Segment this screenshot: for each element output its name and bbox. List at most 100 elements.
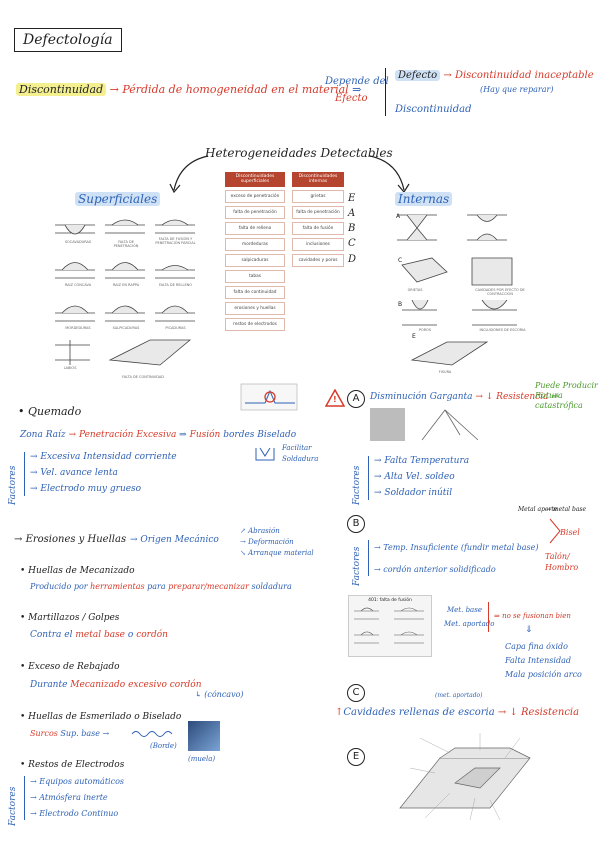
martillazos-title: • Martillazos / Golpes — [20, 613, 120, 623]
sup-item-2: falta de penetración — [225, 205, 285, 219]
svg-text:A: A — [396, 213, 401, 220]
A-factor-3: → Soldador inútil — [374, 488, 453, 498]
perdida-text: Pérdida de homogeneidad en el material — [122, 83, 349, 96]
B-metal-aporte: Metal aporte — [518, 506, 558, 513]
warning-mark: ! — [333, 395, 337, 404]
esmerilado-wave — [131, 731, 173, 737]
sup-item-6: tabas — [225, 269, 285, 283]
A-photo — [370, 408, 405, 441]
internal-sketches: A C B E — [396, 213, 517, 366]
restos-bracket — [24, 776, 25, 820]
sup-item-8: erosiones y huellas — [225, 301, 285, 315]
term-defecto: Defecto — [395, 70, 441, 81]
restos-title: • Restos de Electrodos — [20, 760, 125, 770]
quemado-title: • Quemado — [18, 405, 82, 418]
circle-E: E — [347, 748, 365, 766]
int-item-5: cavidades y poros — [292, 253, 344, 267]
superficial-header: Discontinuidades superficiales — [225, 172, 285, 187]
sup-item-1: exceso de penetración — [225, 189, 285, 203]
B-bisel: Bisel — [560, 528, 580, 537]
int-item-4: inclusiones — [292, 237, 344, 251]
sup-item-5: salpicaduras — [225, 253, 285, 267]
quemado-factores-label: Factores — [8, 465, 18, 505]
cap-falta-fusion: FALTA DE FUSIÓN Y PENETRACIÓN PARCIAL — [155, 237, 196, 245]
superficiales-title: Superficiales — [75, 192, 161, 206]
C-line: ↑Cavidades rellenas de escoria → ↓ Resis… — [335, 707, 580, 718]
int-item-3: falta de fusión — [292, 221, 344, 235]
cap-fisura: FISURA — [438, 370, 452, 374]
quemado-bracket — [24, 452, 25, 496]
B-arrows — [549, 518, 561, 544]
facilitar-text: Facilitar — [282, 444, 312, 452]
cap-cavidades: CAVIDADES POR EFECTO DE CONTRACCIÓN — [475, 288, 525, 296]
esmerilado-title: • Huellas de Esmerilado o Biselado — [20, 712, 182, 722]
term-discontinuidad: Discontinuidad — [16, 83, 107, 96]
svg-text:C: C — [398, 257, 402, 264]
superficial-table: Discontinuidades superficiales exceso de… — [225, 172, 285, 334]
cap-poros: POROS — [418, 328, 432, 332]
warning-icon — [325, 389, 345, 407]
defecto-line: Defecto → Discontinuidad inaceptable — [395, 70, 594, 81]
cap-socavaduras: SOCAVADURAS — [64, 240, 92, 244]
bevel-icon — [255, 447, 275, 461]
quemado-factor-1: → Excesiva Intensidad corriente — [30, 452, 177, 462]
branch-arranque: ↘ Arranque material — [240, 549, 314, 557]
B-mala-pos: Mala posición arco — [505, 670, 582, 679]
cap-salpicaduras: SALPICADURAS — [112, 326, 140, 330]
restos-factor-1: → Equipos automáticos — [30, 777, 124, 786]
cap-falta-relleno: FALTA DE RELLENO — [158, 283, 193, 287]
A-title-line: Disminución Garganta → ↓ Resistencia ⇒ — [370, 392, 559, 402]
letter-B-label: B — [348, 223, 356, 234]
discontinuidad-2: Discontinuidad — [395, 104, 472, 115]
soldadura-text: Soldadura — [282, 455, 319, 463]
svg-text:E: E — [412, 333, 416, 340]
sup-item-7: falta de continuidad — [225, 285, 285, 299]
rebajado-desc: Durante Mecanizado excesivo cordón — [30, 680, 202, 690]
fusion-figure: 401: falta de fusión — [348, 595, 432, 657]
restos-factor-2: → Atmósfera inerte — [30, 793, 108, 802]
A-factores-label: Factores — [352, 465, 362, 505]
B-falta-int: Falta Intensidad — [505, 656, 571, 665]
letter-D-label: D — [348, 254, 357, 265]
A-catastrofica: catastrófica — [535, 401, 583, 410]
esmerilado-borde: (Borde) — [150, 742, 177, 750]
quemado-line: Zona Raíz → Penetración Excesiva ⇒ Fusió… — [20, 430, 297, 440]
rebajado-concavo: ↳ (cóncavo) — [195, 690, 244, 699]
martillazos-desc: Contra el metal base o cordón — [30, 630, 168, 640]
cap-falta-continuidad: FALTA DE CONTINUIDAD — [122, 375, 164, 379]
branch-arrows — [169, 155, 410, 194]
cap-inclusiones: INCLUSIONES DE ESCORIA — [479, 328, 526, 332]
fusion-sketch — [354, 607, 424, 644]
A-factor-1: → Falta Temperatura — [374, 456, 470, 466]
superficial-sketches — [55, 219, 195, 366]
letter-E-label: E — [348, 193, 356, 204]
branch-abrasion: ↗ Abrasión — [240, 527, 280, 535]
quemado-sketch — [240, 383, 298, 411]
efecto-text: Efecto — [335, 93, 368, 104]
int-item-1: grietas — [292, 189, 344, 203]
cap-picaduras: PICADURAS — [165, 326, 186, 330]
int-item-2: falta de penetración — [292, 205, 344, 219]
internas-title: Internas — [395, 192, 453, 206]
letter-C-label: C — [348, 238, 356, 249]
B-hombro: Hombro — [545, 563, 579, 572]
A-puede: Puede Producir — [535, 381, 598, 390]
cap-falta-penetracion: FALTA DE PENETRACIÓN — [113, 240, 139, 248]
quemado-factor-2: → Vel. avance lenta — [30, 468, 118, 478]
B-factores-label: Factores — [352, 546, 362, 586]
rebajado-title: • Exceso de Rebajado — [20, 662, 120, 672]
cap-raiz-concava: RAIZ CÓNCAVA — [64, 283, 92, 287]
circle-C: C — [347, 684, 365, 702]
restos-factor-3: → Electrodo Continuo — [30, 809, 119, 818]
A-rotura: Rotura — [535, 391, 563, 400]
sup-item-4: mordeduras — [225, 237, 285, 251]
esmerilado-photo — [188, 721, 220, 751]
page-title: Defectología — [14, 28, 122, 52]
E-sketch — [399, 733, 531, 821]
intro-line: Discontinuidad → Pérdida de homogeneidad… — [16, 83, 361, 96]
B-factor-2: → cordón anterior solidificado — [374, 565, 496, 574]
circle-A: A — [347, 390, 365, 408]
B-factor-1: → Temp. Insuficiente (fundir metal base) — [374, 543, 539, 552]
heterogeneidades-title: Heterogeneidades Detectables — [205, 146, 393, 160]
mecanizado-desc: Producido por herramientas para preparar… — [30, 582, 292, 591]
